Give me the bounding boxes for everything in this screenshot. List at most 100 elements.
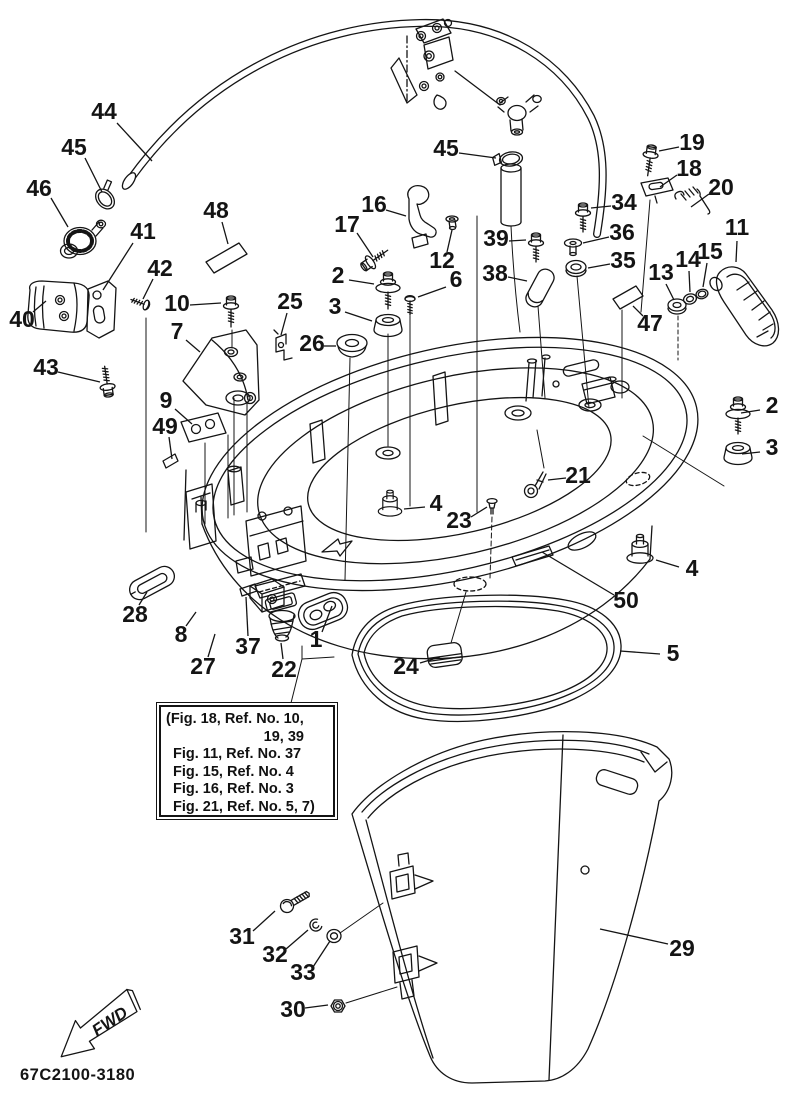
cable-grommet-46 bbox=[59, 219, 107, 259]
leader-line-24-42 bbox=[419, 656, 441, 664]
part-label-31-49: 31 bbox=[229, 923, 255, 949]
casing-clip-lower bbox=[392, 945, 438, 1000]
ring-grommet-35 bbox=[565, 259, 587, 278]
fig-note-line: Fig. 11, Ref. No. 37 bbox=[173, 746, 302, 762]
hose-44 bbox=[121, 18, 607, 238]
part-label-17-13: 17 bbox=[334, 211, 360, 237]
grommet-3-right bbox=[723, 441, 753, 466]
grommet-13 bbox=[667, 298, 687, 315]
part-label-2-34: 2 bbox=[766, 392, 779, 418]
part-label-16-12: 16 bbox=[361, 191, 387, 217]
leader-line-43-9 bbox=[57, 371, 101, 383]
grommet-3-left bbox=[373, 313, 403, 338]
sticker-48 bbox=[205, 242, 248, 274]
part-label-8-44: 8 bbox=[175, 621, 188, 647]
bolt-39 bbox=[527, 232, 545, 263]
part-label-10-7: 10 bbox=[164, 290, 190, 316]
part-label-38-22: 38 bbox=[482, 260, 508, 286]
leader-line-37-46 bbox=[245, 596, 249, 637]
leader-line-19-26 bbox=[658, 146, 680, 152]
leader-line-35-25 bbox=[587, 263, 611, 269]
grommet-12 bbox=[445, 215, 459, 231]
leader-line-8-44 bbox=[185, 611, 197, 627]
part-label-18-27: 18 bbox=[676, 155, 702, 181]
part-label-34-23: 34 bbox=[611, 189, 637, 215]
pad-24 bbox=[426, 642, 463, 669]
drawing-number: 67C2100-3180 bbox=[20, 1066, 136, 1084]
bracket-41 bbox=[86, 280, 117, 339]
spring-20 bbox=[674, 186, 711, 215]
leader-line-2-34 bbox=[740, 409, 761, 414]
leader-line-30-52 bbox=[304, 1004, 329, 1009]
leader-line-4-38 bbox=[403, 506, 426, 510]
part-label-43-9: 43 bbox=[33, 354, 59, 380]
part-label-26-18: 26 bbox=[299, 330, 325, 356]
part-label-3-17: 3 bbox=[329, 293, 342, 319]
leader-line-9-10 bbox=[174, 408, 193, 425]
grommet-27 bbox=[297, 591, 349, 631]
leader-line-23-37 bbox=[470, 506, 488, 518]
leader-line-28-43 bbox=[138, 591, 148, 606]
leader-line-39-21 bbox=[508, 239, 527, 242]
part-label-13-30: 13 bbox=[648, 259, 674, 285]
part-label-32-50: 32 bbox=[262, 941, 288, 967]
mount-26 bbox=[336, 333, 368, 358]
leader-line-5-41 bbox=[619, 650, 661, 655]
plug-22 bbox=[264, 592, 298, 642]
leader-line-1-48 bbox=[321, 605, 333, 633]
part-label-37-46: 37 bbox=[235, 633, 261, 659]
leader-line-42-4 bbox=[142, 278, 154, 300]
part-label-20-28: 20 bbox=[708, 174, 734, 200]
bolt-2-right bbox=[725, 396, 751, 435]
hose-clamp-45-left bbox=[94, 179, 116, 210]
part-label-27-45: 27 bbox=[190, 653, 216, 679]
part-label-25-19: 25 bbox=[277, 288, 303, 314]
part-label-29-53: 29 bbox=[669, 935, 695, 961]
part-label-35-25: 35 bbox=[610, 247, 636, 273]
lower-casing-29 bbox=[351, 730, 673, 1084]
leader-line-6-16 bbox=[417, 286, 447, 298]
mount-4-center bbox=[377, 489, 403, 517]
cushion-38 bbox=[525, 268, 555, 308]
mount-4-right bbox=[626, 533, 654, 564]
fig-note-line: Fig. 21, Ref. No. 5, 7) bbox=[173, 798, 315, 815]
part-label-41-3: 41 bbox=[130, 218, 156, 244]
plate-9 bbox=[180, 412, 227, 443]
fwd-arrow-icon: FWD bbox=[60, 988, 141, 1058]
leader-line-22-47 bbox=[280, 642, 284, 660]
part-label-42-4: 42 bbox=[147, 255, 173, 281]
ring-14 bbox=[682, 293, 698, 305]
part-label-7-8: 7 bbox=[171, 318, 184, 344]
leader-line-25-19 bbox=[280, 312, 288, 336]
fig-note-line: Fig. 15, Ref. No. 4 bbox=[173, 763, 294, 780]
leader-line-3-35 bbox=[741, 451, 761, 455]
leader-line-47-33 bbox=[632, 305, 644, 317]
hose-clamp-45-right bbox=[491, 151, 524, 333]
part-label-4-38: 4 bbox=[430, 490, 443, 516]
bolt-19 bbox=[642, 144, 659, 177]
part-label-48-6: 48 bbox=[203, 197, 229, 223]
leader-line-29-53 bbox=[599, 928, 669, 945]
part-label-5-41: 5 bbox=[667, 640, 680, 666]
leader-line-48-6 bbox=[221, 221, 229, 245]
sticker-47 bbox=[612, 285, 644, 310]
part-label-3-35: 3 bbox=[766, 434, 779, 460]
leader-line-45-20 bbox=[458, 152, 497, 159]
bolt-43 bbox=[99, 365, 116, 398]
direction-arrow-marker bbox=[321, 538, 353, 557]
rubber-seal-28 bbox=[128, 565, 176, 601]
leader-line-2-15 bbox=[348, 279, 375, 285]
part-label-24-42: 24 bbox=[393, 653, 419, 679]
part-label-19-26: 19 bbox=[679, 129, 705, 155]
push-rivet-23 bbox=[486, 497, 498, 579]
leader-line-3-17 bbox=[344, 311, 373, 322]
slot-50 bbox=[511, 545, 554, 567]
part-label-36-24: 36 bbox=[609, 219, 635, 245]
part-label-45-1: 45 bbox=[61, 134, 87, 160]
part-label-30-52: 30 bbox=[280, 996, 306, 1022]
upper-bracket bbox=[390, 18, 542, 136]
bolt-2-left bbox=[375, 271, 401, 310]
leader-line-34-23 bbox=[590, 205, 612, 209]
